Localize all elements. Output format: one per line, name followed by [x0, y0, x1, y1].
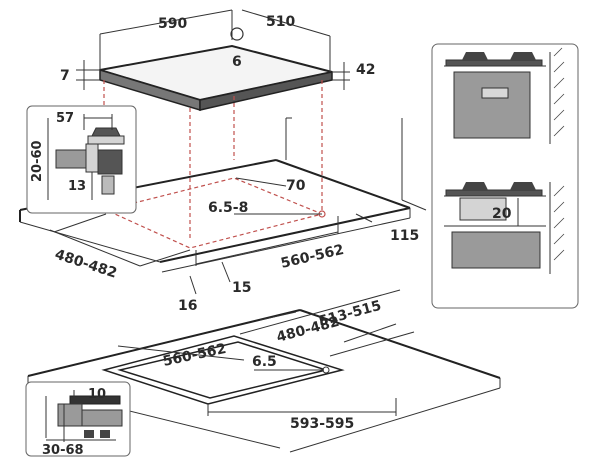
hob-thickness-label: 42 [356, 62, 375, 78]
flush-outer-width-label: 593-595 [290, 416, 354, 432]
clamp-height-label: 20-60 [30, 140, 45, 182]
front-dim-left-label: 16 [178, 298, 197, 314]
clamp-detail-panel [26, 105, 137, 214]
oven-gap-label: 20 [492, 206, 512, 222]
projection-lines [103, 80, 323, 240]
flush-corner-label: 6.5 [252, 354, 277, 370]
front-dim-right-label: 15 [232, 280, 251, 296]
flush-detail-panel [25, 381, 131, 457]
hob-top-view [99, 27, 333, 112]
clamp-width-label: 57 [56, 111, 74, 126]
hob-edge-label: 7 [60, 68, 70, 84]
hob-width-label: 590 [158, 16, 187, 32]
flush-thickness-label: 30-68 [42, 443, 84, 458]
hob-dimension-lines [76, 9, 350, 90]
back-offset-label: 70 [286, 178, 306, 194]
flush-dimension-lines [117, 289, 415, 416]
cutout-width-label: 560-562 [279, 242, 345, 272]
flush-rebate-label: 10 [88, 387, 106, 402]
corner-radius-label: 6.5-8 [208, 200, 248, 216]
hob-top-label: 6 [232, 54, 242, 70]
worktop-dimension-lines [49, 199, 427, 295]
cutout-depth-label: 480-482 [53, 247, 119, 282]
flush-inner-width-label: 560-562 [162, 341, 228, 370]
right-offset-label: 115 [390, 228, 419, 244]
clamp-bottom-label: 13 [68, 179, 86, 194]
hob-depth-label: 510 [266, 14, 295, 30]
worktop-cutout [104, 177, 326, 249]
flush-inner-depth-label: 480-482 [275, 314, 341, 346]
oven-detail-panel [431, 43, 579, 309]
gas-inlet-icon [230, 27, 244, 41]
